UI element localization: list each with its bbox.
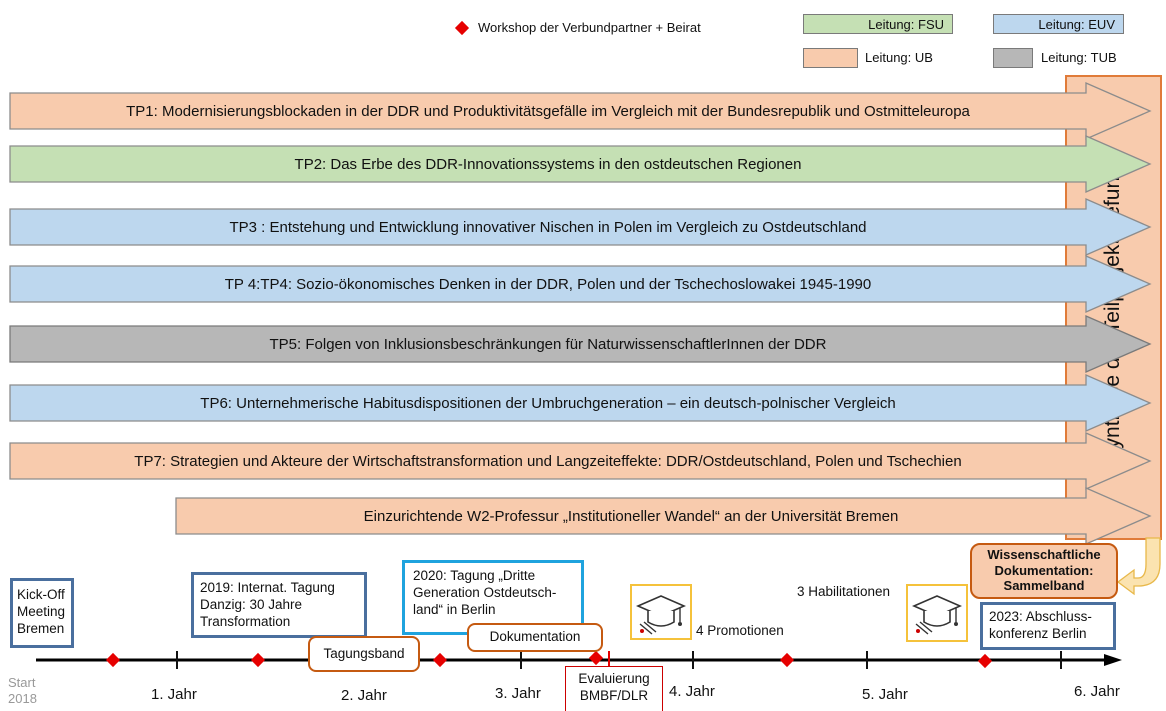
abschluss-line-2: konferenz Berlin — [989, 625, 1087, 641]
tagung-2020-box: 2020: Tagung „Dritte Generation Ostdeuts… — [402, 560, 584, 635]
legend-ub-swatch — [803, 48, 858, 68]
professur-label: Einzurichtende W2-Professur „Institution… — [363, 507, 899, 525]
evaluierung-box: Evaluierung BMBF/DLR — [565, 666, 663, 711]
legend-ub-label: Leitung: UB — [865, 50, 933, 65]
wiss-doku-line-1: Wissenschaftliche — [987, 547, 1101, 562]
promotionen-label: 4 Promotionen — [696, 623, 784, 638]
timeline-start-year: 2018 — [8, 691, 37, 707]
tagung-2020-line-3: land“ in Berlin — [413, 601, 496, 617]
graduation-cap-icon — [906, 584, 968, 642]
legend-euv: Leitung: EUV — [993, 14, 1124, 34]
year-4-label: 4. Jahr — [669, 683, 715, 700]
tagung-2019-line-1: 2019: Internat. Tagung — [200, 580, 335, 595]
evaluierung-line-1: Evaluierung — [578, 671, 650, 686]
tp3-arrow — [9, 198, 1152, 256]
tagung-2020-line-1: 2020: Tagung „Dritte — [413, 568, 536, 583]
tagung-2019-box: 2019: Internat. Tagung Danzig: 30 Jahre … — [191, 572, 367, 638]
tick-year-4 — [692, 651, 694, 669]
workshop-legend-marker — [454, 20, 470, 36]
tagungsband-label: Tagungsband — [323, 645, 405, 661]
timeline-start-label: Start — [8, 675, 36, 690]
tp2-label: TP2: Das Erbe des DDR-Innovationssystems… — [294, 155, 802, 173]
tick-year-5 — [866, 651, 868, 669]
legend-tub-label: Leitung: TUB — [1041, 50, 1117, 65]
tick-year-6 — [1060, 651, 1062, 669]
legend-fsu: Leitung: FSU — [803, 14, 953, 34]
legend-tub-swatch — [993, 48, 1033, 68]
tp3-label: TP3 : Entstehung und Entwicklung innovat… — [229, 218, 867, 236]
year-5-label: 5. Jahr — [862, 686, 908, 703]
year-6-label: 6. Jahr — [1074, 683, 1120, 700]
kickoff-line-1: Kick-Off — [17, 587, 65, 602]
kickoff-line-2: Meeting — [17, 603, 66, 619]
tp4-label: TP 4:TP4: Sozio-ökonomisches Denken in d… — [224, 275, 872, 293]
dokumentation-box: Dokumentation — [467, 623, 603, 652]
tick-year-3 — [520, 651, 522, 669]
legend-fsu-label: Leitung: FSU — [868, 16, 944, 32]
tp2-arrow — [9, 135, 1152, 193]
year-3-label: 3. Jahr — [495, 685, 541, 702]
year-2-label: 2. Jahr — [341, 687, 387, 704]
tp6-label: TP6: Unternehmerische Habitusdisposition… — [200, 394, 896, 412]
evaluation-marker — [608, 651, 610, 667]
dokumentation-label: Dokumentation — [489, 629, 581, 645]
tp5-label: TP5: Folgen von Inklusionsbeschränkungen… — [269, 335, 827, 353]
legend-euv-label: Leitung: EUV — [1038, 16, 1115, 32]
kickoff-line-3: Bremen — [17, 620, 65, 636]
tagung-2020-line-2: Generation Ostdeutsch- — [413, 584, 557, 600]
wiss-doku-line-3: Sammelband — [1003, 578, 1085, 594]
tp6-arrow — [9, 374, 1152, 432]
tp4-arrow — [9, 255, 1152, 313]
tick-year-1 — [176, 651, 178, 669]
abschluss-box: 2023: Abschluss- konferenz Berlin — [980, 602, 1116, 650]
wiss-dokumentation-box: Wissenschaftliche Dokumentation: Sammelb… — [970, 543, 1118, 599]
timeline-axis — [36, 654, 1122, 666]
tp7-arrow — [9, 432, 1152, 490]
tp7-label: TP7: Strategien und Akteure der Wirtscha… — [134, 452, 962, 470]
synthesis-return-arrow — [1116, 537, 1161, 596]
tp1-arrow — [9, 82, 1152, 140]
tp1-label: TP1: Modernisierungsblockaden in der DDR… — [126, 102, 970, 120]
abschluss-line-1: 2023: Abschluss- — [989, 609, 1092, 624]
tagung-2019-line-3: Transformation — [200, 613, 291, 629]
timeline-start: Start 2018 — [8, 675, 37, 708]
tagung-2019-line-2: Danzig: 30 Jahre — [200, 596, 303, 612]
year-1-label: 1. Jahr — [151, 686, 197, 703]
professur-arrow — [175, 487, 1152, 545]
tagungsband-box: Tagungsband — [308, 636, 420, 672]
evaluierung-line-2: BMBF/DLR — [579, 687, 649, 703]
kickoff-box: Kick-Off Meeting Bremen — [10, 578, 74, 648]
habilitationen-label: 3 Habilitationen — [797, 584, 891, 599]
graduation-cap-icon — [630, 584, 692, 640]
workshop-legend-label: Workshop der Verbundpartner + Beirat — [478, 20, 701, 35]
tp5-arrow — [9, 315, 1152, 373]
wiss-doku-line-2: Dokumentation: — [994, 562, 1094, 578]
